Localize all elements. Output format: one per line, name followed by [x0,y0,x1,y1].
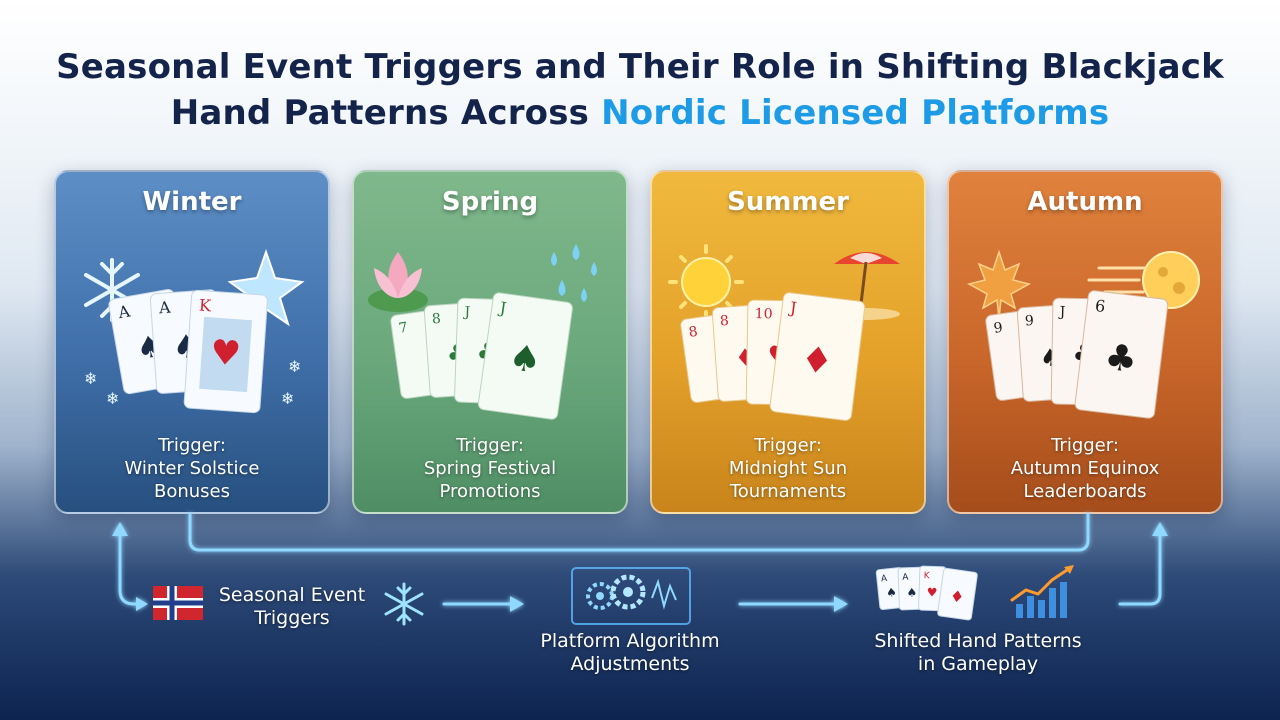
spring-card-art: 7 8 ♣ J ♣ J ♠ [368,244,597,420]
arrowhead-right-up [1152,522,1168,536]
flow-step-2-line2: Adjustments [570,653,690,675]
summer-card-art: 8 8 ♦ 10 ♥ J ♦ [668,244,900,421]
mini-card-4: ♦ [937,567,978,621]
card-rank-2: A [157,298,171,318]
svg-text:A: A [902,573,909,583]
summer-trigger-label: Trigger: [754,435,822,456]
season-card-summer: Summer 8 8 ♦ 10 [650,170,926,514]
season-title-winter: Winter [142,187,242,217]
card-rank-3: J [462,304,470,320]
season-card-autumn: Autumn 9 9 ♠ J ♣ 6 ♣ [947,170,1223,514]
title-line-1: Seasonal Event Triggers and Their Role i… [56,47,1224,87]
svg-text:♠: ♠ [906,585,917,599]
card-rank-2: 8 [719,313,729,330]
flow-step-1-line1: Seasonal Event [218,584,366,606]
svg-text:♦: ♦ [798,339,835,384]
winter-trigger-line2: Bonuses [153,481,230,502]
svg-text:♠: ♠ [885,585,897,600]
title-line-2-prefix: Hand Patterns Across [170,93,602,133]
page-title: Seasonal Event Triggers and Their Role i… [0,44,1280,136]
svg-text:♥: ♥ [209,332,242,374]
connector-left-vertical [118,528,144,606]
card-rank-4: J [787,298,798,318]
title-highlight: Nordic Licensed Platforms [601,93,1110,133]
flow-step-1-line2: Triggers [254,607,330,629]
playing-card-4: J ♦ [769,292,866,421]
summer-trigger-line2: Tournaments [729,481,847,502]
card-rank-2: 9 [1024,313,1034,330]
flow-step-2-line1: Platform Algorithm [540,630,720,652]
svg-text:A: A [881,574,889,585]
card-rank-4: J [497,298,508,318]
wind-moon-icon [1087,251,1200,309]
svg-text:♠: ♠ [506,337,544,382]
spring-trigger: Trigger: Spring Festival Promotions [354,434,626,503]
svg-text:♥: ♥ [926,585,937,599]
winter-card-art: A ♠ A ♠ K ♥ ❄ ❄ ❄ ❄ [84,248,305,414]
playing-card-4: 6 ♣ [1074,290,1169,419]
svg-text:♣: ♣ [1102,337,1139,382]
season-title-summer: Summer [727,187,849,217]
spring-trigger-line2: Promotions [439,481,541,502]
autumn-trigger-line1: Autumn Equinox [1010,458,1160,479]
winter-trigger-line1: Winter Solstice [124,458,260,479]
flow-step-3: Shifted Hand Patterns in Gameplay [858,630,1098,676]
algorithm-gears-icon [571,567,691,625]
playing-card-4: J ♠ [477,292,573,420]
arrowhead-left-up [112,522,128,536]
svg-text:K: K [923,571,930,581]
sun-icon [668,244,744,320]
summer-trigger-line1: Midnight Sun [728,458,848,479]
autumn-card-art: 9 9 ♠ J ♣ 6 ♣ [966,249,1200,419]
spring-trigger-line1: Spring Festival [423,458,557,479]
spring-trigger-label: Trigger: [456,435,524,456]
card-rank-3: K [198,296,212,316]
flow-step-2: Platform Algorithm Adjustments [520,630,740,676]
flow-step-1: Seasonal Event Triggers [212,584,372,630]
card-rank-3: J [1058,304,1066,320]
card-rank-1: 8 [688,324,699,341]
svg-text:♦: ♦ [949,586,966,607]
season-title-autumn: Autumn [1027,187,1143,217]
lotus-icon [368,252,428,312]
autumn-trigger: Trigger: Autumn Equinox Leaderboards [949,434,1221,503]
snowflake-small-icon-1: ❄ [84,369,97,388]
flow-step-3-line1: Shifted Hand Patterns [874,630,1082,652]
flow-step-3-line2: in Gameplay [917,653,1039,675]
arrowhead-left-right [136,597,148,611]
snowflake-icon [384,582,424,626]
winter-trigger: Trigger: Winter Solstice Bonuses [56,434,328,503]
card-rank-4: 6 [1094,296,1106,316]
winter-trigger-label: Trigger: [158,435,226,456]
arrowhead-1 [510,596,524,612]
card-rank-2: 8 [431,311,441,328]
season-card-spring: Spring 7 8 ♣ J ♣ [352,170,628,514]
summer-trigger: Trigger: Midnight Sun Tournaments [652,434,924,503]
playing-card-3: K ♥ [183,289,268,414]
card-rank-1: 7 [398,320,409,337]
season-title-spring: Spring [441,187,539,217]
card-rank-1: 9 [993,320,1004,337]
arrowhead-2 [834,596,848,612]
autumn-trigger-line2: Leaderboards [1023,481,1147,502]
snowflake-small-icon-3: ❄ [288,357,301,376]
title-line-2: Hand Patterns Across Nordic Licensed Pla… [0,90,1280,136]
connector-right-vertical [1118,528,1162,606]
snowflake-small-icon-2: ❄ [106,389,119,408]
shifted-hands-icon: A ♠ A ♠ K ♥ ♦ [875,565,1074,621]
season-card-winter: Winter A ♠ A ♠ K ♥ ❄ ❄ ❄ ❄ Trigger: [54,170,330,514]
autumn-trigger-label: Trigger: [1051,435,1119,456]
trend-chart-icon [1010,565,1074,618]
connector-bottom-bracket [188,512,1090,552]
card-rank-3: 10 [755,306,773,322]
snowflake-small-icon-4: ❄ [281,389,294,408]
norway-flag-icon [153,586,203,620]
card-rank-1: A [116,301,132,322]
